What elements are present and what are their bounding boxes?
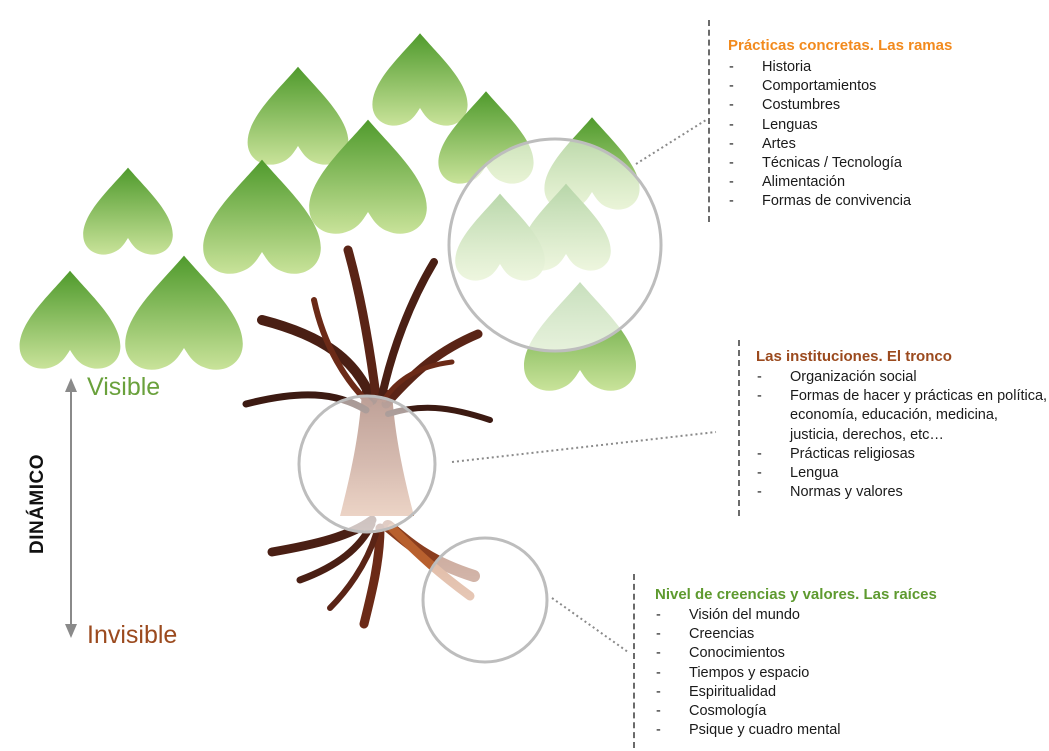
- panel-tronco-list: Organización social Formas de hacer y pr…: [756, 368, 1048, 503]
- dinamico-label: DINÁMICO: [27, 453, 48, 555]
- visible-label: Visible: [87, 373, 161, 401]
- panel-ramas: Prácticas concretas. Las ramas Historia …: [708, 20, 1038, 222]
- panel-raices: Nivel de creencias y valores. Las raíces…: [633, 574, 1033, 748]
- list-item: Artes: [728, 135, 1028, 154]
- list-item: Técnicas / Tecnología: [728, 154, 1028, 173]
- list-item: Lengua: [756, 464, 1048, 483]
- list-item: Psique y cuadro mental: [655, 721, 1015, 740]
- leader-lines: [451, 119, 717, 653]
- list-item: Conocimientos: [655, 644, 1015, 663]
- list-item: Organización social: [756, 368, 1048, 387]
- list-item: Formas de convivencia: [728, 192, 1028, 211]
- lens-raices: [421, 536, 549, 664]
- dashed-bracket: [633, 574, 635, 748]
- dashed-bracket: [708, 20, 710, 222]
- list-item: Costumbres: [728, 96, 1028, 115]
- list-item: Lenguas: [728, 116, 1028, 135]
- panel-tronco: Las instituciones. El tronco Organizació…: [738, 340, 1049, 516]
- list-item: Visión del mundo: [655, 606, 1015, 625]
- dynamic-axis-arrow: [65, 378, 77, 638]
- lens-tronco: [297, 394, 437, 534]
- list-item: Formas de hacer y prácticas en política,…: [756, 387, 1048, 445]
- list-item: Cosmología: [655, 702, 1015, 721]
- list-item: Alimentación: [728, 173, 1028, 192]
- panel-raices-title: Nivel de creencias y valores. Las raíces: [655, 586, 937, 603]
- list-item: Prácticas religiosas: [756, 445, 1048, 464]
- list-item: Historia: [728, 58, 1028, 77]
- dashed-bracket: [738, 340, 740, 516]
- list-item: Espiritualidad: [655, 683, 1015, 702]
- list-item: Creencias: [655, 625, 1015, 644]
- list-item: Normas y valores: [756, 483, 1048, 502]
- panel-tronco-title: Las instituciones. El tronco: [756, 348, 952, 365]
- list-item: Comportamientos: [728, 77, 1028, 96]
- invisible-label: Invisible: [87, 621, 178, 649]
- panel-raices-list: Visión del mundo Creencias Conocimientos…: [655, 606, 1015, 741]
- lens-ramas: [447, 137, 663, 353]
- panel-ramas-title: Prácticas concretas. Las ramas: [728, 37, 953, 54]
- panel-ramas-list: Historia Comportamientos Costumbres Leng…: [728, 58, 1028, 212]
- list-item: Tiempos y espacio: [655, 664, 1015, 683]
